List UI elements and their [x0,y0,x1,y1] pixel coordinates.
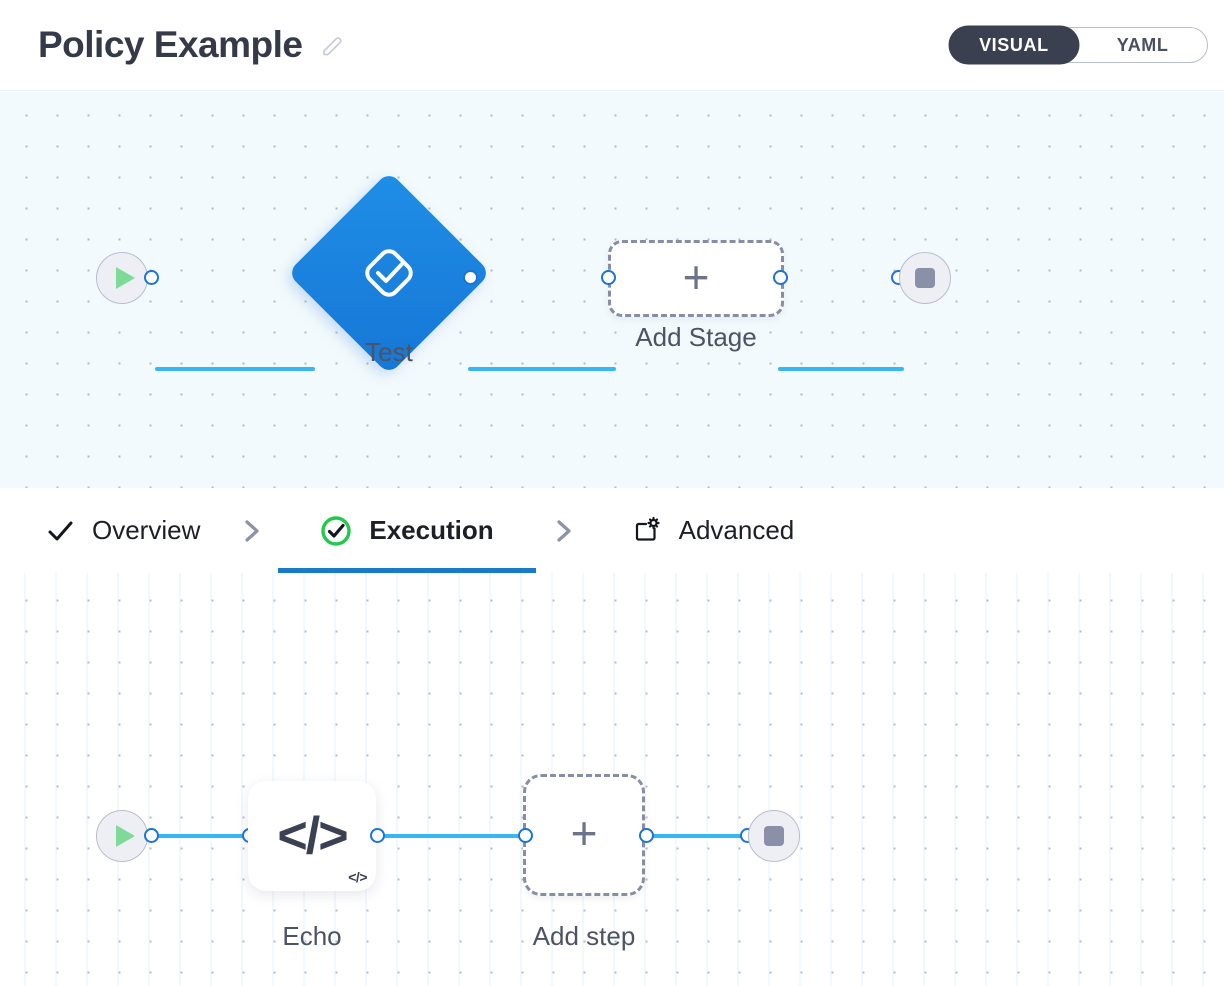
tab-advanced[interactable]: Advanced [590,488,819,573]
add-stage-node[interactable]: + [608,240,784,317]
exec-start-node[interactable] [96,810,148,862]
tab-overview-label: Overview [92,515,201,545]
stage-test-label: Test [365,337,413,367]
start-node[interactable] [96,252,148,304]
start-node-circle[interactable] [96,252,148,304]
check-circle-icon [320,515,352,547]
add-step-label[interactable]: Add step [532,921,636,951]
tab-execution-label: Execution [369,515,494,545]
page-title: Policy Example [38,24,303,65]
edge-addstep-to-execend [644,834,754,838]
edge-start-to-test [155,367,315,371]
mode-toggle-yaml[interactable]: YAML [1116,34,1169,55]
code-icon: </> [277,807,348,865]
edge-echo-to-addstep [375,834,527,838]
window-gear-icon [630,515,662,547]
title-group: Policy Example [38,22,344,68]
chevron-right-icon [224,488,278,573]
play-icon [115,267,135,289]
section-tabs[interactable]: Overview Execution [0,488,1224,573]
play-icon [115,825,135,847]
pencil-icon[interactable] [320,35,344,59]
tab-advanced-label: Advanced [678,515,795,545]
page-header: Policy Example VISUAL YAML [0,0,1224,91]
port-echo-out[interactable] [370,828,385,843]
edge-test-to-addstage [468,367,616,371]
edge-addstage-to-end [778,367,904,371]
chevron-right-icon-2 [536,488,590,573]
edge-execstart-to-echo [155,834,255,838]
plus-icon: + [682,250,710,303]
port-test-out[interactable] [463,270,478,285]
execution-canvas[interactable]: </> </> Echo + Add step [0,573,1224,986]
stop-icon [915,268,935,288]
stage-canvas[interactable]: Test + Add Stage [0,92,1224,488]
exec-end-node[interactable] [748,810,800,862]
port-addstage-in[interactable] [601,270,616,285]
exec-end-node-circle[interactable] [748,810,800,862]
tab-execution-underline [278,568,536,573]
mode-toggle-visual[interactable]: VISUAL [949,27,1079,63]
stop-icon [764,826,784,846]
stage-check-icon [361,245,417,301]
port-addstage-out[interactable] [773,270,788,285]
tab-overview[interactable]: Overview [0,488,224,573]
add-step-node[interactable]: + [523,774,645,896]
step-echo-card[interactable]: </> </> [248,781,376,891]
tab-execution[interactable]: Execution [278,488,536,573]
step-echo-label: Echo [282,921,342,951]
exec-start-node-circle[interactable] [96,810,148,862]
stage-test-diamond[interactable] [287,171,491,375]
add-stage-box[interactable]: + [608,240,784,317]
step-echo[interactable]: </> </> [248,781,376,891]
plus-icon: + [570,807,598,859]
add-step-box[interactable]: + [523,774,645,896]
port-execstart-out[interactable] [144,828,159,843]
port-addstep-in[interactable] [518,828,533,843]
mode-toggle[interactable]: VISUAL YAML [949,27,1208,63]
end-node-circle[interactable] [899,252,951,304]
stage-test[interactable] [287,171,491,375]
port-start-out[interactable] [144,270,159,285]
end-node[interactable] [899,252,951,304]
check-icon [45,516,75,546]
port-addstep-out[interactable] [639,828,654,843]
add-stage-label[interactable]: Add Stage [635,322,757,352]
code-badge-icon: </> [348,869,367,885]
